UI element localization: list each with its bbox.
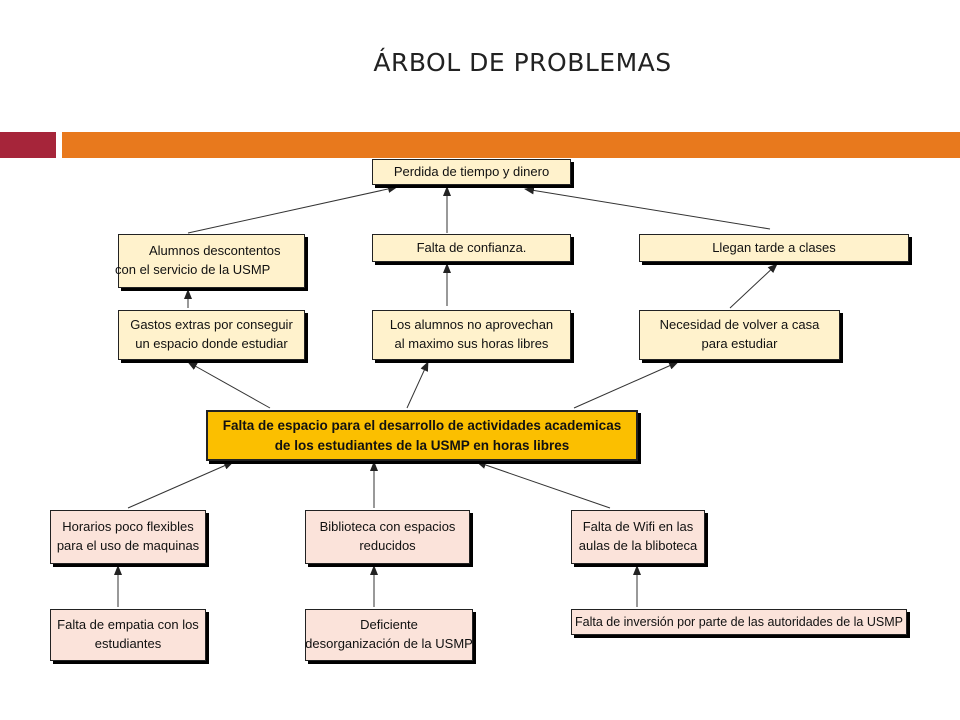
cause-left-text-1: Horarios poco flexibles [62, 519, 194, 535]
effect-top-text: Perdida de tiempo y dinero [393, 163, 550, 179]
arrow-problem-to-direct-right [573, 361, 679, 409]
effect-right-text: Llegan tarde a clases [712, 239, 836, 255]
root-cause-left-text-1: Falta de empatia con los [57, 617, 199, 633]
direct-effect-center-box: Los alumnos no aprovechan al maximo sus … [372, 310, 571, 360]
arrow-problem-to-direct-center [406, 361, 429, 409]
central-problem-text-1: Falta de espacio para el desarrollo de a… [222, 417, 622, 433]
root-cause-center-text-1: Deficiente [360, 617, 418, 633]
cause-center-text-2: reducidos [359, 538, 416, 553]
direct-effect-left-box: Gastos extras por conseguir un espacio d… [118, 310, 305, 360]
root-cause-left-text-2: estudiantes [94, 636, 162, 651]
cause-right-text-1: Falta de Wifi en las [582, 519, 694, 535]
arrow-direct-right-to-effect [729, 263, 778, 309]
cause-center-text-1: Biblioteca con espacios [319, 519, 456, 535]
cause-left-text-2: para el uso de maquinas [56, 538, 200, 553]
effect-right-box: Llegan tarde a clases [639, 234, 909, 262]
cause-center-box: Biblioteca con espacios reducidos [305, 510, 470, 564]
effect-center-box: Falta de confianza. [372, 234, 571, 262]
cause-right-box: Falta de Wifi en las aulas de la blibote… [571, 510, 705, 564]
direct-effect-right-text-1: Necesidad de volver a casa [659, 317, 820, 333]
effect-top-box: Perdida de tiempo y dinero [372, 159, 571, 185]
arrow-effect-left-to-top [187, 185, 398, 234]
direct-effect-left-text-2: un espacio donde estudiar [135, 336, 288, 351]
central-problem-text-2: de los estudiantes de la USMP en horas l… [274, 437, 570, 453]
root-cause-center-box: Deficiente desorganización de la USMP [305, 609, 473, 661]
direct-effect-right-text-2: para estudiar [701, 336, 778, 351]
page-title: ÁRBOL DE PROBLEMAS [373, 48, 672, 77]
cause-left-box: Horarios poco flexibles para el uso de m… [50, 510, 206, 564]
central-problem-box: Falta de espacio para el desarrollo de a… [206, 410, 638, 461]
arrow-problem-to-direct-left [187, 361, 271, 409]
direct-effect-left-text-1: Gastos extras por conseguir [130, 317, 293, 333]
effect-center-text: Falta de confianza. [416, 239, 527, 255]
direct-effect-right-box: Necesidad de volver a casa para estudiar [639, 310, 840, 360]
cause-right-text-2: aulas de la bliboteca [578, 538, 698, 553]
header-accent-bar-orange [62, 132, 960, 158]
root-cause-right-box: Falta de inversión por parte de las auto… [571, 609, 907, 635]
effect-left-text-2: con el servicio de la USMP [115, 262, 271, 277]
direct-effect-center-text-2: al maximo sus horas libres [394, 336, 549, 351]
effect-left-text-1: Alumnos descontentos [149, 243, 281, 259]
arrow-effect-right-to-top [524, 186, 771, 230]
direct-effect-center-text-1: Los alumnos no aprovechan [389, 317, 554, 333]
effect-left-box: Alumnos descontentos con el servicio de … [115, 234, 305, 288]
arrow-cause-right-to-problem [476, 461, 611, 509]
root-cause-right-text: Falta de inversión por parte de las auto… [575, 614, 903, 629]
arrow-cause-left-to-problem [127, 461, 234, 509]
header-accent-bar-red [0, 132, 56, 158]
root-cause-center-text-2: desorganización de la USMP [305, 636, 473, 651]
root-cause-left-box: Falta de empatia con los estudiantes [50, 609, 206, 661]
